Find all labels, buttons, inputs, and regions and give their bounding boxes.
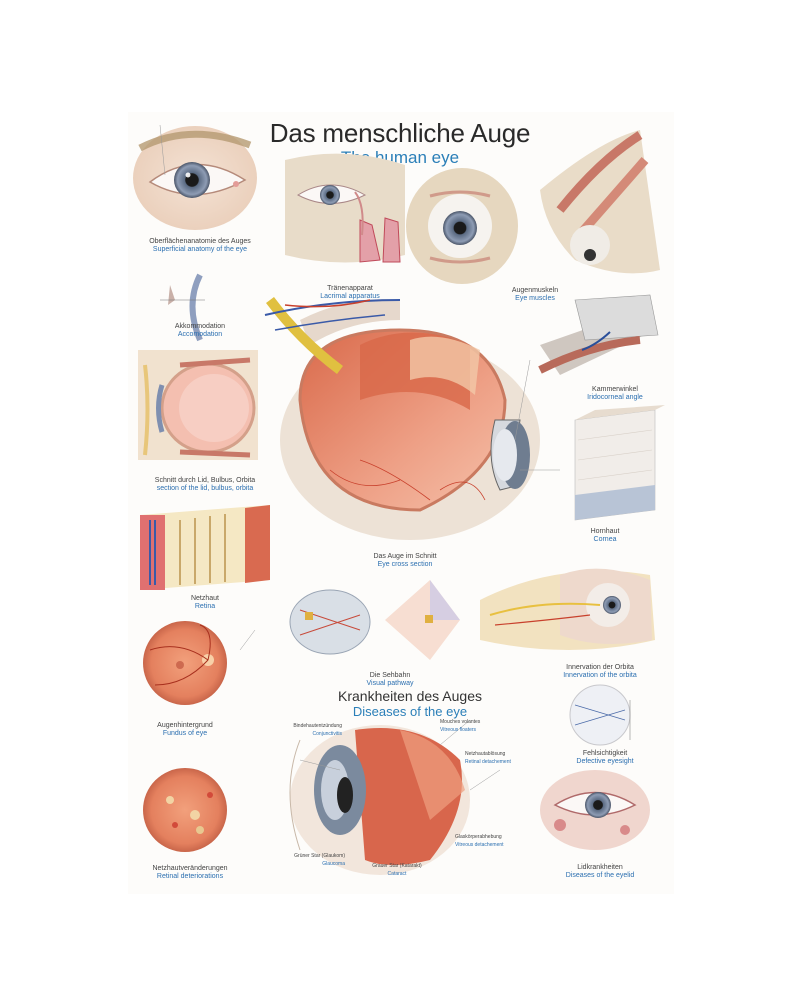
lacrimal-illustration	[285, 153, 405, 263]
iridocorneal-angle-illustration	[538, 294, 659, 375]
label-cataract: Grauer Star (Katarakt) Cataract	[372, 863, 422, 877]
accommodation-illustration	[160, 273, 205, 342]
diseases-subheading: Diseases of the eye	[352, 704, 468, 719]
poster-title: Das menschliche Auge	[269, 118, 531, 148]
visual-pathway-illustration	[289, 580, 460, 660]
caption-lacrimal: Tränenapparat Lacrimal apparatus	[320, 285, 380, 300]
eye-muscles-illustration	[406, 168, 518, 284]
caption-eyelid-diseases: Lidkrankheiten Diseases of the eyelid	[565, 864, 635, 879]
diseases-heading: Krankheiten des Auges	[338, 688, 482, 704]
label-vitreous-floaters: Mouches volantes Vitreous floaters	[440, 719, 481, 733]
defective-eyesight-illustration	[569, 684, 631, 746]
fundus-illustration	[143, 621, 227, 705]
caption-cornea: Hornhaut Cornea	[590, 528, 620, 543]
caption-defective-eyesight: Fehlsichtigkeit Defective eyesight	[576, 750, 634, 765]
caption-cross-section: Das Auge im Schnitt Eye cross section	[373, 553, 437, 568]
innervation-illustration	[480, 568, 655, 650]
caption-accommodation: Akkommodation Accomodation	[174, 323, 226, 338]
label-glaucoma: Grüner Star (Glaukom) Glaucoma	[294, 853, 345, 867]
label-leader-lines	[159, 124, 560, 791]
caption-retinal-deteriorations: Netzhautveränderungen Retinal deteriorat…	[152, 865, 228, 880]
eyelid-diseases-illustration	[540, 770, 650, 850]
eye-cross-section-illustration	[264, 296, 540, 540]
diseases-eye-illustration	[289, 725, 470, 875]
lid-section-illustration	[138, 350, 258, 460]
caption-superficial: Oberflächenanatomie des Auges Superficia…	[149, 238, 251, 253]
caption-iridocorneal-angle: Kammerwinkel Iridocorneal angle	[587, 386, 643, 401]
retinal-deteriorations-illustration	[143, 768, 227, 852]
caption-fundus: Augenhintergrund Fundus of eye	[157, 722, 213, 737]
caption-lid-section: Schnitt durch Lid, Bulbus, Orbita sectio…	[154, 477, 256, 492]
caption-muscles: Augenmuskeln Eye muscles	[511, 287, 559, 302]
label-vitreous-detachment: Glaskörperabhebung Vitreous detachement	[455, 834, 504, 848]
orbit-muscles-illustration	[540, 130, 660, 274]
retina-illustration	[140, 505, 270, 590]
superficial-anatomy-illustration	[133, 126, 257, 230]
cornea-illustration	[574, 405, 665, 521]
label-retinal-detachment: Netzhautablösung Retinal detachement	[465, 751, 511, 765]
caption-visual-pathway: Die Sehbahn Visual pathway	[366, 672, 414, 687]
label-conjunctivitis: Bindehautentzündung Conjunctivitis	[293, 723, 342, 737]
caption-innervation: Innervation der Orbita Innervation of th…	[563, 664, 637, 679]
caption-retina: Netzhaut Retina	[190, 595, 220, 610]
